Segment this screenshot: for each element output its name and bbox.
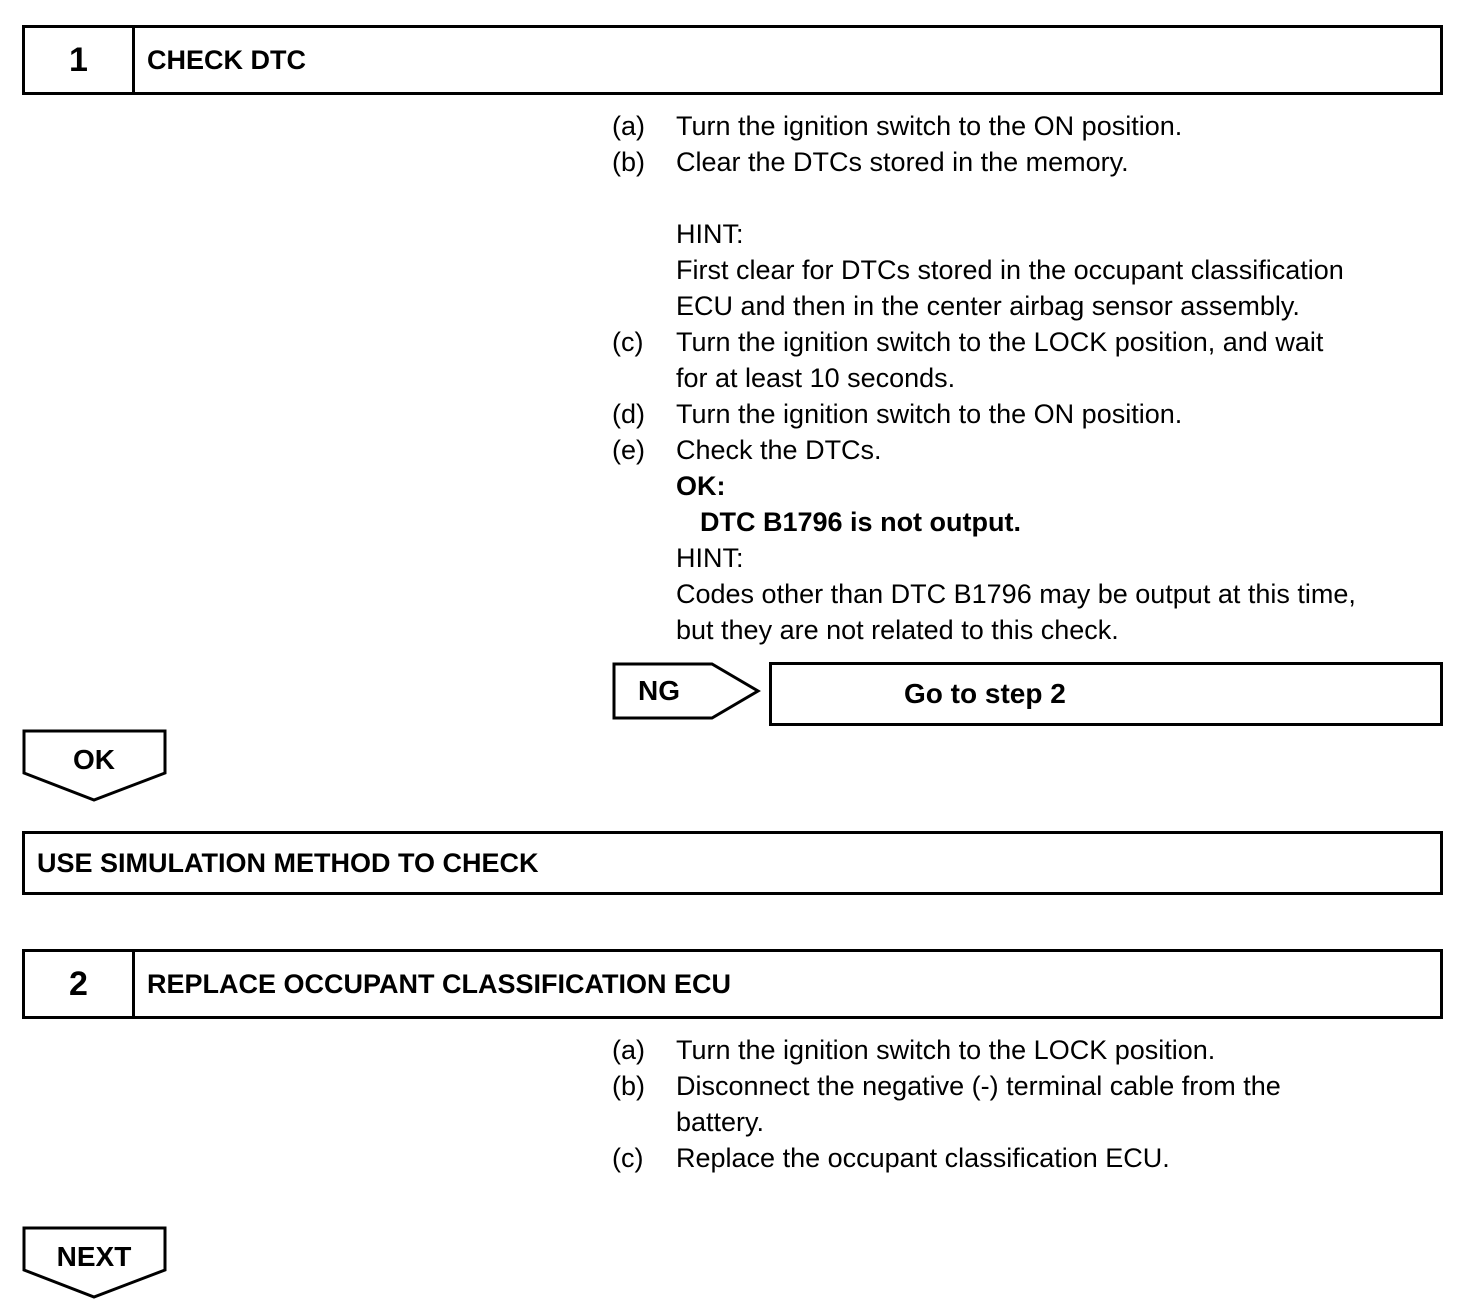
step-2-instructions: (a) Turn the ignition switch to the LOCK… (612, 1032, 1452, 1176)
hint-text-line: Codes other than DTC B1796 may be output… (676, 579, 1356, 609)
step-1-title: CHECK DTC (147, 44, 306, 75)
ng-action-box: Go to step 2 (769, 662, 1443, 726)
instruction-d: (d) Turn the ignition switch to the ON p… (612, 399, 1183, 429)
ng-arrow: NG (612, 662, 761, 720)
next-arrow: NEXT (22, 1226, 167, 1299)
simulation-method-title: USE SIMULATION METHOD TO CHECK (37, 847, 539, 878)
step-1-number: 1 (25, 28, 135, 92)
ok-arrow-label: OK (73, 744, 115, 775)
hint-text-line: but they are not related to this check. (676, 615, 1119, 645)
instruction-a: (a) Turn the ignition switch to the ON p… (612, 111, 1183, 141)
ok-arrow: OK (22, 729, 167, 802)
instruction-b: (b) Disconnect the negative (-) terminal… (612, 1071, 1281, 1101)
ng-arrow-label: NG (638, 675, 680, 706)
hint-text-line: First clear for DTCs stored in the occup… (676, 255, 1344, 285)
instruction-c: (c) Turn the ignition switch to the LOCK… (612, 327, 1324, 357)
hint-label: HINT: (676, 543, 744, 573)
step-1-instructions: (a) Turn the ignition switch to the ON p… (612, 108, 1452, 648)
step-2-title: REPLACE OCCUPANT CLASSIFICATION ECU (147, 968, 732, 999)
hint-label: HINT: (676, 219, 744, 249)
next-arrow-label: NEXT (57, 1241, 132, 1272)
instruction-a: (a) Turn the ignition switch to the LOCK… (612, 1035, 1216, 1065)
instruction-e: (e) Check the DTCs. (612, 435, 882, 465)
instruction-b-continued: battery. (676, 1107, 765, 1137)
go-to-step-2-link[interactable]: Go to step 2 (904, 678, 1066, 709)
step-1-header: 1 CHECK DTC (22, 25, 1443, 95)
ok-label: OK: (676, 471, 726, 501)
instruction-c-continued: for at least 10 seconds. (676, 363, 956, 393)
ok-criteria: DTC B1796 is not output. (700, 507, 1022, 537)
step-2-header: 2 REPLACE OCCUPANT CLASSIFICATION ECU (22, 949, 1443, 1019)
instruction-c: (c) Replace the occupant classification … (612, 1143, 1170, 1173)
simulation-method-box: USE SIMULATION METHOD TO CHECK (22, 831, 1443, 895)
step-2-number: 2 (25, 952, 135, 1016)
hint-text-line: ECU and then in the center airbag sensor… (676, 291, 1300, 321)
instruction-b: (b) Clear the DTCs stored in the memory. (612, 147, 1129, 177)
